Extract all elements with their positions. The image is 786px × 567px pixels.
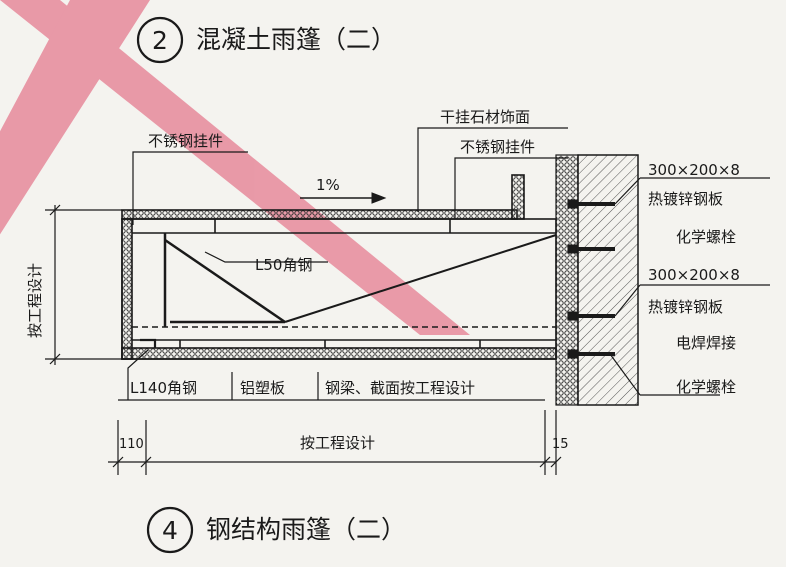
- label-ss-hanger-left: 不锈钢挂件: [148, 132, 223, 150]
- dim-left-edge: 110: [119, 437, 144, 452]
- label-plate-2-name: 热镀锌钢板: [648, 298, 723, 316]
- label-slope: 1%: [316, 176, 340, 194]
- top-title-number: 2: [152, 26, 168, 55]
- label-plate-1-size: 300×200×8: [648, 161, 740, 179]
- top-title: 2 混凝土雨篷（二）: [136, 16, 396, 64]
- dimension-lines: [45, 204, 562, 475]
- dim-span: 按工程设计: [300, 434, 375, 452]
- slope-arrow: [300, 192, 387, 204]
- concrete-wall: [555, 154, 639, 406]
- label-chem-bolt: 化学螺栓: [676, 378, 736, 396]
- label-plate-2-size: 300×200×8: [648, 266, 740, 284]
- label-aluminum-panel: 铝塑板: [240, 379, 285, 397]
- label-ss-hanger-right: 不锈钢挂件: [460, 138, 535, 156]
- label-angle-l50: L50角钢: [255, 256, 312, 274]
- label-stone-facing: 干挂石材饰面: [440, 108, 530, 126]
- watermark-x: [0, 0, 470, 335]
- label-plate-1-fix: 化学螺栓: [676, 228, 736, 246]
- label-steel-beam: 钢梁、截面按工程设计: [325, 379, 475, 397]
- dim-right-edge: 15: [552, 437, 569, 452]
- wall-anchor-plates: [567, 199, 615, 359]
- bottom-title-number: 4: [162, 516, 178, 545]
- label-angle-l140: L140角钢: [130, 379, 197, 397]
- annotations: 干挂石材饰面 不锈钢挂件 不锈钢挂件 1% L50角钢 300×200×8 热镀…: [26, 108, 740, 452]
- label-plate-1-name: 热镀锌钢板: [648, 190, 723, 208]
- bottom-title: 4 钢结构雨篷（二）: [146, 506, 406, 554]
- label-plate-2-fix: 电焊焊接: [676, 334, 736, 352]
- bottom-title-text: 钢结构雨篷（二）: [206, 515, 406, 544]
- awning-frame: [121, 174, 557, 360]
- top-title-text: 混凝土雨篷（二）: [196, 25, 396, 54]
- leader-lines: [118, 127, 770, 401]
- label-height-design: 按工程设计: [26, 263, 44, 338]
